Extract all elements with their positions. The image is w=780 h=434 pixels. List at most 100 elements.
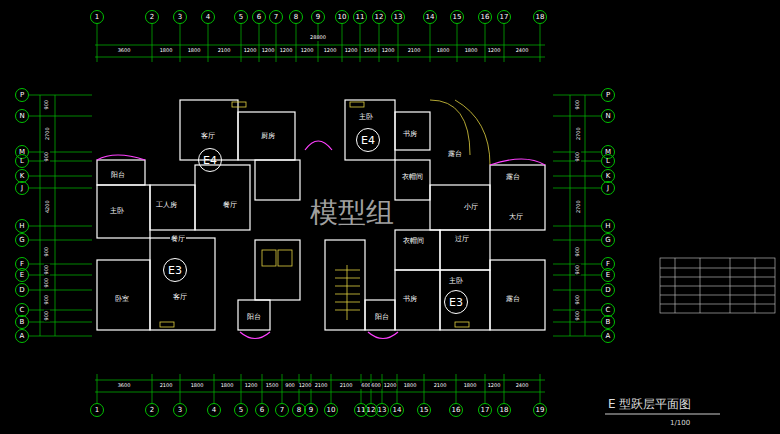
dimension: 3600 [117, 48, 132, 54]
title-underline [605, 414, 720, 415]
grid-axis-bubble: G [601, 233, 615, 247]
room-name: 阳台 [246, 314, 262, 322]
grid-axis-bubble: L [15, 154, 29, 168]
grid-axis-bubble: H [15, 219, 29, 233]
axis-label: K [606, 173, 611, 180]
dimension: 900 [44, 277, 50, 289]
grid-axis-bubble: 1 [90, 403, 104, 417]
axis-label: D [605, 287, 610, 294]
grid-axis-bubble: E [15, 268, 29, 282]
grid-axis-bubble: 11 [354, 403, 368, 417]
dimension: 900 [575, 99, 581, 111]
dimension: 1200 [487, 383, 502, 389]
axis-label: 3 [178, 407, 182, 414]
dimension: 1200 [300, 48, 315, 54]
dimension: 1800 [403, 383, 418, 389]
dimension: 28800 [309, 35, 327, 41]
room-name: 主卧 [358, 114, 374, 122]
grid-axis-bubble: 16 [478, 10, 492, 24]
dimension: 900 [575, 264, 581, 276]
axis-label: N [605, 113, 610, 120]
axis-label: 7 [280, 407, 284, 414]
axis-label: 12 [375, 14, 384, 21]
axis-label: D [19, 287, 24, 294]
axis-label: 1 [95, 407, 99, 414]
room-name: 衣帽间 [402, 238, 425, 246]
axis-label: 4 [206, 14, 210, 21]
unit-tag-circle: E3 [163, 258, 187, 282]
grid-axis-bubble: 7 [269, 10, 283, 24]
axis-label: B [20, 319, 25, 326]
axis-label: K [20, 173, 25, 180]
room-name: 过厅 [454, 236, 470, 244]
grid-axis-bubble: 9 [311, 10, 325, 24]
axis-label: A [20, 333, 25, 340]
walls [97, 100, 545, 330]
grid-axis-bubble: 14 [423, 10, 437, 24]
room-name: 客厅 [200, 133, 216, 141]
room-name: 露台 [447, 151, 463, 159]
axis-label: F [20, 261, 24, 268]
room-name: 小厅 [463, 204, 479, 212]
unit-tag-circle: E4 [356, 128, 380, 152]
axis-label: C [606, 307, 611, 314]
grid-axis-bubble: 17 [497, 10, 511, 24]
grid-axis-bubble: 4 [207, 403, 221, 417]
axis-label: H [605, 223, 610, 230]
axis-label: 15 [420, 407, 429, 414]
dimension: 2400 [515, 48, 530, 54]
grid-axis-bubble: 13 [375, 403, 389, 417]
axis-label: 18 [500, 407, 509, 414]
room-name: 客厅 [172, 294, 188, 302]
dimension: 1200 [381, 48, 396, 54]
axis-label: P [20, 92, 24, 99]
grid-axis-bubble: J [15, 181, 29, 195]
grid-axis-bubble: 13 [391, 10, 405, 24]
grid-axis-bubble: 2 [145, 10, 159, 24]
grid-axis-bubble: 11 [353, 10, 367, 24]
axis-label: 2 [150, 407, 154, 414]
axis-label: 6 [257, 14, 261, 21]
grid-axis-bubble: 14 [390, 403, 404, 417]
room-name: 露台 [505, 296, 521, 304]
dimension: 1200 [279, 48, 294, 54]
axis-label: L [606, 158, 610, 165]
axis-label: L [20, 158, 24, 165]
grid-axis-bubble: 1 [90, 10, 104, 24]
grid-axis-bubble: 5 [234, 403, 248, 417]
dimension: 1800 [464, 48, 479, 54]
dimension: 1200 [244, 383, 259, 389]
dimension: 1800 [190, 383, 205, 389]
axis-label: B [606, 319, 611, 326]
axis-label: N [19, 113, 24, 120]
room-name: 露台 [505, 174, 521, 182]
fixtures [160, 100, 490, 327]
room-name: 餐厅 [222, 202, 238, 210]
dimension: 1200 [323, 48, 338, 54]
dimension: 2100 [339, 383, 354, 389]
dimension: 1200 [298, 383, 313, 389]
dimension: 1200 [261, 48, 276, 54]
grid-axis-bubble: 2 [145, 403, 159, 417]
room-name: 大厅 [508, 214, 524, 222]
dimension: 2100 [433, 383, 448, 389]
dimension: 900 [44, 151, 50, 163]
axis-label: 5 [239, 407, 243, 414]
dimension: 3600 [117, 383, 132, 389]
door-schedule-table [660, 258, 775, 313]
axis-label: 18 [536, 14, 545, 21]
dimension: 2100 [217, 48, 232, 54]
grid-axis-bubble: 4 [201, 10, 215, 24]
room-name: 厨房 [260, 133, 276, 141]
axis-label: E [606, 272, 610, 279]
grid-axis-bubble: N [15, 109, 29, 123]
grid-axis-bubble: 10 [324, 403, 338, 417]
grid-lines [29, 24, 601, 403]
dimension: 2100 [159, 383, 174, 389]
dimension: 900 [44, 264, 50, 276]
grid-axis-bubble: A [601, 329, 615, 343]
dimension: 1500 [363, 48, 378, 54]
dimension: 900 [575, 310, 581, 322]
grid-axis-bubble: 16 [449, 403, 463, 417]
